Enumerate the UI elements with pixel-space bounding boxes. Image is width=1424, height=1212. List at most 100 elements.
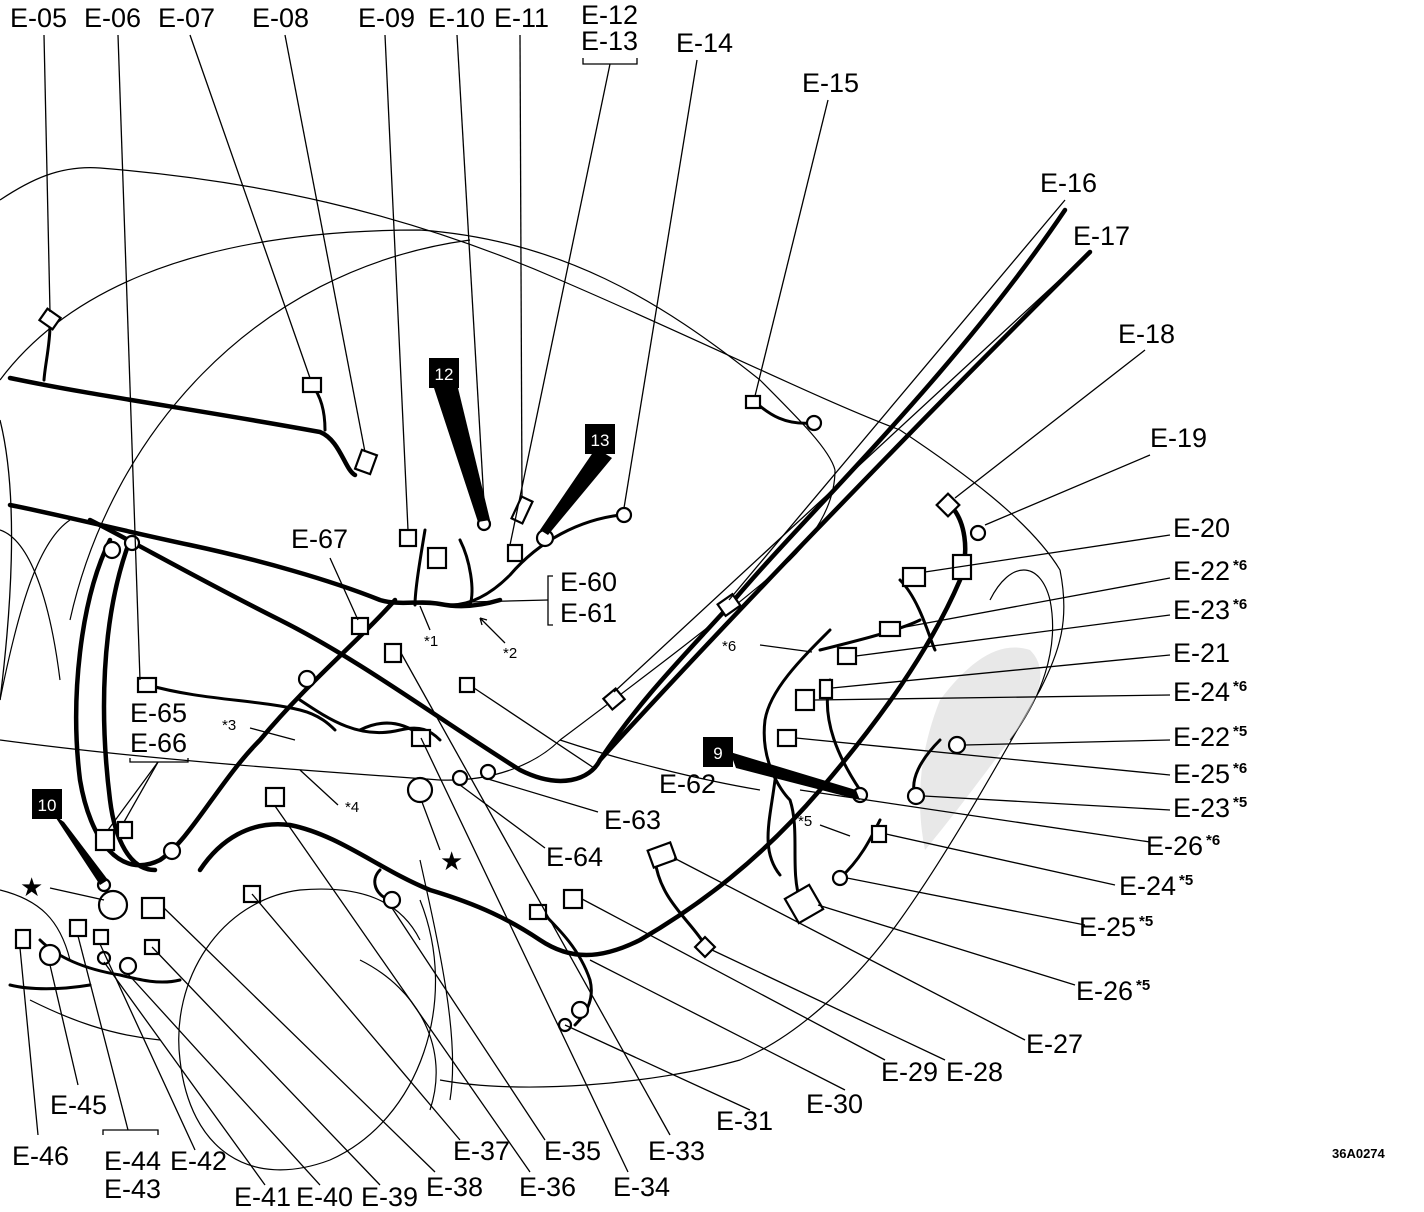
leader-lines bbox=[0, 34, 1171, 1186]
connector-e17 bbox=[601, 686, 627, 712]
connector-misc-1 bbox=[162, 841, 182, 861]
connector-e46 bbox=[14, 928, 32, 950]
box-10-label: 10 bbox=[38, 796, 57, 815]
sup-e23-5: *5 bbox=[1233, 794, 1247, 811]
label-e23-6: E-23 bbox=[1173, 595, 1230, 625]
label-e21: E-21 bbox=[1173, 638, 1230, 668]
label-e37: E-37 bbox=[453, 1136, 510, 1166]
label-e26-5: E-26 bbox=[1076, 976, 1133, 1006]
connector-e65 bbox=[136, 676, 158, 694]
connector-e06 bbox=[123, 534, 141, 552]
label-e05: E-05 bbox=[10, 3, 67, 33]
label-e45: E-45 bbox=[50, 1090, 107, 1120]
connector-e23-5 bbox=[906, 786, 926, 806]
connector-e63 bbox=[479, 763, 497, 781]
box-13 bbox=[585, 424, 615, 454]
star-center: ★ bbox=[440, 846, 463, 876]
connector-e30 bbox=[528, 903, 548, 921]
connector-e09 bbox=[398, 528, 418, 548]
callout-wedges bbox=[54, 388, 860, 885]
connector-e10 bbox=[426, 546, 448, 570]
connector-e66b bbox=[116, 820, 134, 840]
sup-e26-6: *6 bbox=[1206, 832, 1220, 849]
label-e28: E-28 bbox=[946, 1057, 1003, 1087]
label-e16: E-16 bbox=[1040, 168, 1097, 198]
connector-e15b bbox=[805, 414, 823, 432]
label-e65: E-65 bbox=[130, 698, 187, 728]
connector-e29 bbox=[562, 888, 584, 910]
box-12 bbox=[429, 358, 459, 388]
connector-e66 bbox=[94, 828, 116, 852]
label-e24-6: E-24 bbox=[1173, 677, 1230, 707]
connectors bbox=[14, 307, 987, 1033]
label-e14: E-14 bbox=[676, 28, 733, 58]
label-e13: E-13 bbox=[581, 26, 638, 56]
connector-e24-6 bbox=[794, 688, 816, 712]
connector-e15 bbox=[744, 394, 762, 410]
connector-e11 bbox=[510, 495, 534, 525]
connector-e28 bbox=[693, 935, 717, 959]
label-e67: E-67 bbox=[291, 524, 348, 554]
label-e12: E-12 bbox=[581, 0, 638, 30]
label-e29: E-29 bbox=[881, 1057, 938, 1087]
box-9-label: 9 bbox=[713, 744, 722, 763]
note-2: *2 bbox=[503, 645, 517, 662]
label-e39: E-39 bbox=[361, 1182, 418, 1212]
connector-e23-6 bbox=[836, 646, 858, 666]
sup-e22-6: *6 bbox=[1233, 557, 1247, 574]
connector-e35 bbox=[382, 890, 402, 910]
label-e60: E-60 bbox=[560, 567, 617, 597]
label-e38: E-38 bbox=[426, 1172, 483, 1202]
body-outline bbox=[0, 167, 1065, 1171]
label-e36: E-36 bbox=[519, 1172, 576, 1202]
part-labels: E-05 E-06 E-07 E-08 E-09 E-10 E-11 E-12 … bbox=[10, 0, 1247, 1212]
numbered-boxes: 12 13 9 10 bbox=[32, 358, 733, 819]
connector-e05 bbox=[37, 307, 63, 331]
label-e10: E-10 bbox=[428, 3, 485, 33]
label-e22-5: E-22 bbox=[1173, 722, 1230, 752]
connector-e40 bbox=[118, 956, 138, 976]
sup-e25-6: *6 bbox=[1233, 760, 1247, 777]
note-1: *1 bbox=[424, 633, 438, 650]
label-e42: E-42 bbox=[170, 1146, 227, 1176]
label-e62: E-62 bbox=[659, 769, 716, 799]
connector-e31 bbox=[570, 1000, 590, 1020]
connector-e45 bbox=[38, 943, 62, 967]
connector-e42 bbox=[92, 928, 110, 946]
connector-e64 bbox=[451, 769, 469, 787]
connector-misc-3 bbox=[297, 669, 317, 689]
note-5: *5 bbox=[798, 813, 812, 830]
label-e43: E-43 bbox=[104, 1174, 161, 1204]
connector-e19 bbox=[969, 524, 987, 542]
label-e22-6: E-22 bbox=[1173, 556, 1230, 586]
box-9 bbox=[703, 737, 733, 767]
label-e11: E-11 bbox=[494, 3, 549, 33]
diagram-code: 36A0274 bbox=[1332, 1146, 1386, 1161]
connector-e21 bbox=[818, 678, 834, 700]
label-e66: E-66 bbox=[130, 728, 187, 758]
box-13-label: 13 bbox=[591, 431, 610, 450]
label-e33: E-33 bbox=[648, 1136, 705, 1166]
label-e20: E-20 bbox=[1173, 513, 1230, 543]
star-left: ★ bbox=[20, 872, 43, 902]
label-e17: E-17 bbox=[1073, 221, 1130, 251]
connector-e14 bbox=[615, 506, 633, 524]
sup-e24-6: *6 bbox=[1233, 678, 1247, 695]
sup-e24-5: *5 bbox=[1179, 872, 1193, 889]
label-e18: E-18 bbox=[1118, 319, 1175, 349]
sup-e26-5: *5 bbox=[1136, 977, 1150, 994]
label-e26-6: E-26 bbox=[1146, 831, 1203, 861]
connector-e25-5 bbox=[831, 869, 849, 887]
connector-e06b bbox=[102, 540, 122, 560]
connector-e38 bbox=[140, 896, 166, 920]
label-e19: E-19 bbox=[1150, 423, 1207, 453]
notes: *1 *2 *3 *4 *6 *5 bbox=[222, 633, 812, 830]
label-e08: E-08 bbox=[252, 3, 309, 33]
label-e24-5: E-24 bbox=[1119, 871, 1176, 901]
note-3: *3 bbox=[222, 717, 236, 734]
connector-e24-5 bbox=[870, 824, 888, 844]
label-e30: E-30 bbox=[806, 1089, 863, 1119]
connector-e08 bbox=[353, 448, 379, 476]
connector-e27 bbox=[646, 841, 678, 869]
